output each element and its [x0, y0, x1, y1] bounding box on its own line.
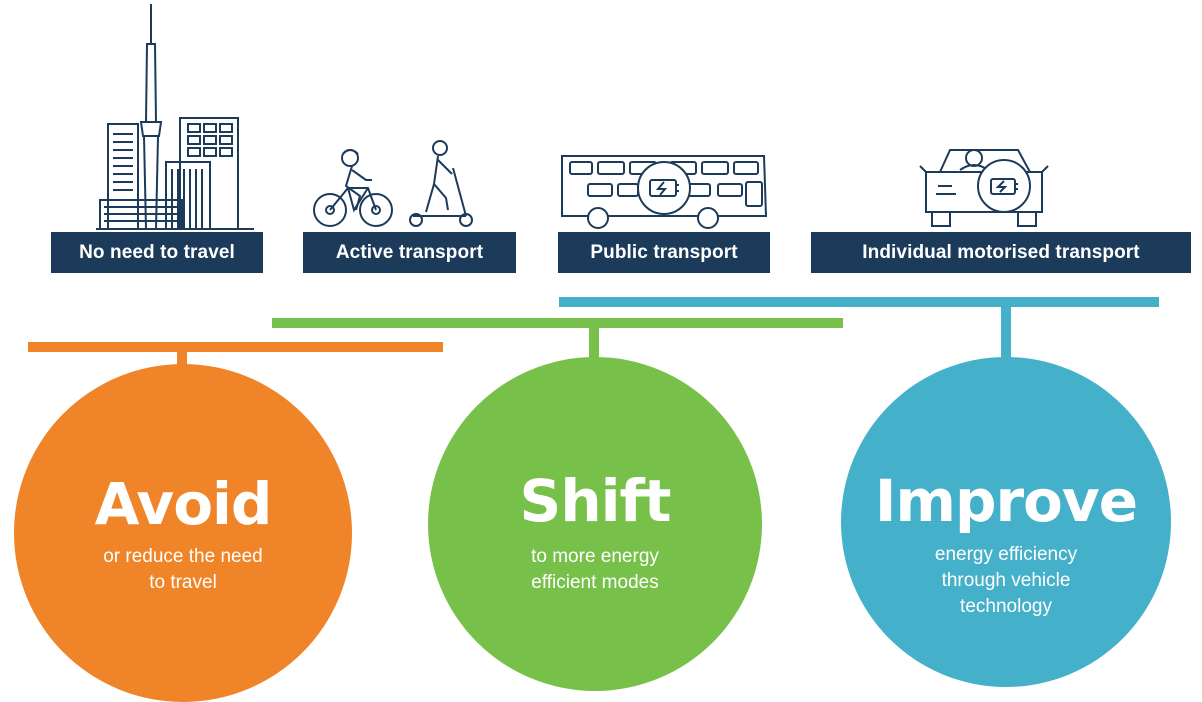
- avoid-scope-bar: [28, 342, 443, 352]
- label-individual-motorised-transport: Individual motorised transport: [811, 232, 1191, 273]
- improve-title: Improve: [874, 467, 1138, 535]
- shift-title: Shift: [519, 467, 672, 535]
- avoid-connector: [177, 349, 187, 369]
- label-public-transport: Public transport: [558, 232, 770, 273]
- improve-subtitle-line-1: energy efficiency: [934, 544, 1078, 565]
- avoid-circle: Avoid or reduce the need to travel: [14, 364, 352, 702]
- improve-scope-bar: [559, 297, 1159, 307]
- city-skyline-icon: [96, 4, 254, 230]
- shift-subtitle-line-1: to more energy: [531, 546, 659, 567]
- avoid-subtitle-line-1: or reduce the need: [103, 546, 263, 567]
- label-no-need-to-travel: No need to travel: [51, 232, 263, 273]
- shift-subtitle-line-2: efficient modes: [531, 572, 659, 593]
- improve-circle: Improve energy efficiency through vehicl…: [841, 357, 1171, 687]
- electric-bus-icon: [561, 155, 768, 229]
- avoid-subtitle-line-2: to travel: [149, 572, 217, 593]
- shift-circle: Shift to more energy efficient modes: [428, 357, 762, 691]
- electric-car-icon: [919, 149, 1049, 227]
- shift-connector: [589, 325, 599, 365]
- label-active-transport: Active transport: [303, 232, 516, 273]
- avoid-title: Avoid: [94, 470, 273, 538]
- improve-subtitle-line-3: technology: [960, 596, 1052, 617]
- cyclist-scooter-icon: [313, 140, 473, 227]
- improve-connector: [1001, 304, 1011, 368]
- shift-scope-bar: [272, 318, 843, 328]
- improve-subtitle-line-2: through vehicle: [941, 570, 1071, 591]
